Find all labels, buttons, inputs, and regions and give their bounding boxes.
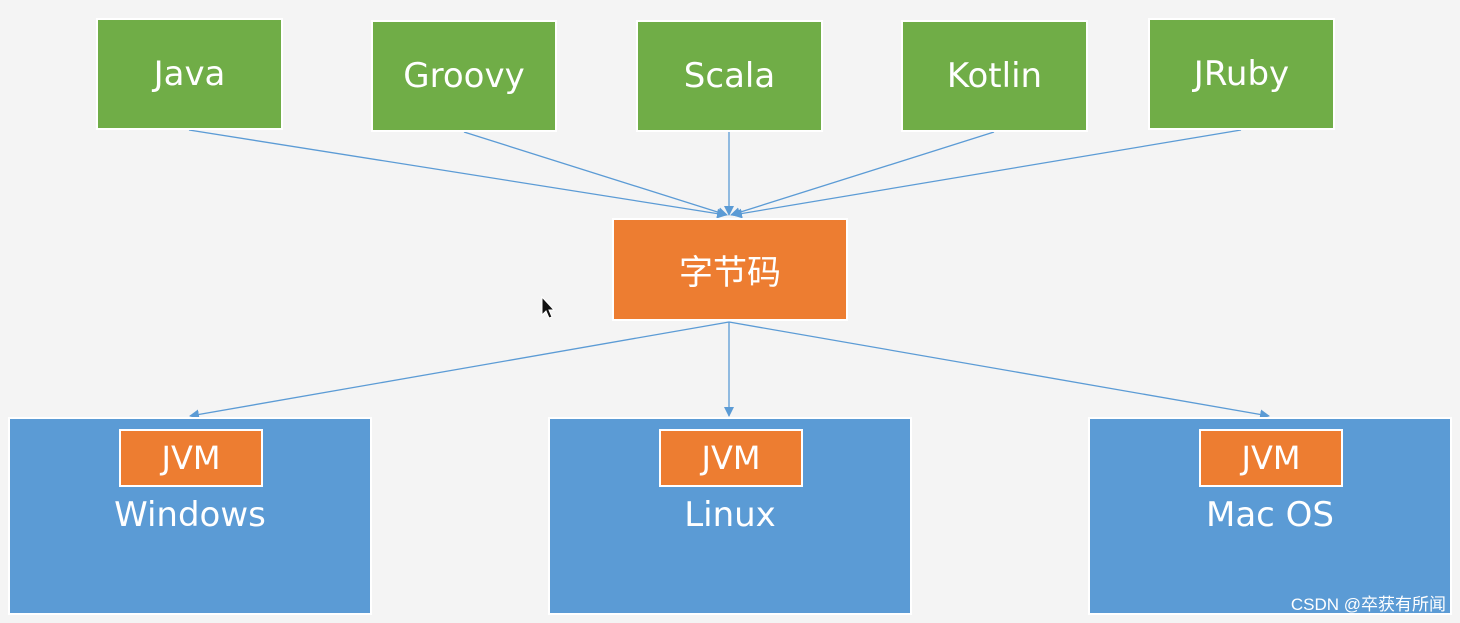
java-box: Java	[96, 18, 283, 130]
linux-platform-box: JVM Linux	[548, 417, 912, 615]
windows-jvm-box: JVM	[119, 429, 263, 487]
mac-jvm-box: JVM	[1199, 429, 1343, 487]
arrow-bytecode-to-windows	[189, 321, 730, 420]
jruby-box: JRuby	[1148, 18, 1335, 130]
arrow-groovy-to-bytecode	[463, 131, 728, 218]
jruby-label: JRuby	[1193, 54, 1290, 94]
mac-platform-box: JVM Mac OS	[1088, 417, 1452, 615]
watermark: CSDN @卒获有所闻	[1290, 595, 1446, 614]
mouse-cursor-icon	[541, 296, 556, 319]
scala-box: Scala	[636, 20, 823, 132]
bytecode-box: 字节码	[612, 218, 848, 321]
kotlin-box: Kotlin	[901, 20, 1088, 132]
linux-os-label: Linux	[684, 495, 776, 535]
scala-label: Scala	[683, 56, 776, 96]
linux-jvm-box: JVM	[659, 429, 803, 487]
windows-jvm-label: JVM	[161, 439, 221, 477]
groovy-box: Groovy	[371, 20, 557, 132]
mac-os-label: Mac OS	[1205, 495, 1334, 535]
java-label: Java	[153, 54, 226, 94]
arrow-bytecode-to-mac	[728, 321, 1270, 420]
linux-jvm-label: JVM	[701, 439, 761, 477]
arrow-jruby-to-bytecode	[732, 129, 1242, 219]
mac-jvm-label: JVM	[1241, 439, 1301, 477]
arrow-java-to-bytecode	[188, 129, 727, 219]
windows-platform-box: JVM Windows	[8, 417, 372, 615]
bytecode-label: 字节码	[679, 253, 781, 293]
arrow-kotlin-to-bytecode	[730, 131, 995, 218]
groovy-label: Groovy	[403, 56, 525, 96]
windows-os-label: Windows	[114, 495, 266, 535]
kotlin-label: Kotlin	[946, 56, 1043, 96]
